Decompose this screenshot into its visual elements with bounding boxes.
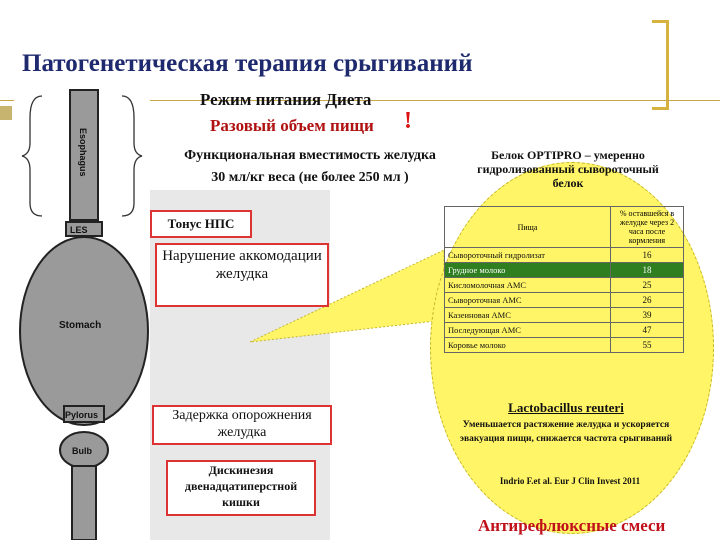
- table-cell-value: 16: [610, 247, 684, 263]
- functional-capacity-label: Функциональная вместимость желудка: [184, 148, 436, 163]
- table-header-food: Пища: [444, 206, 611, 248]
- table-header-percent: % оставшейся в желудке через 2 часа посл…: [610, 206, 684, 248]
- table-cell-food: Коровье молоко: [444, 337, 611, 353]
- table-cell-food: Сывороточный гидролизат: [444, 247, 611, 263]
- table-cell-value: 18: [610, 262, 684, 278]
- gastric-retention-table: Пища % оставшейся в желудке через 2 часа…: [444, 206, 684, 353]
- label-bulb: Bulb: [72, 446, 92, 456]
- label-esophagus: Esophagus: [78, 128, 88, 177]
- table-cell-value: 55: [610, 337, 684, 353]
- duodenal-dyskinesia-box: Дискинезия двенадцатиперстной кишки: [166, 460, 316, 516]
- table-cell-food: Последующая АМС: [444, 322, 611, 338]
- lactobacillus-description: Уменьшается растяжение желудка и ускоряе…: [459, 420, 673, 444]
- table-cell-food: Грудное молоко: [444, 262, 611, 278]
- accommodation-box: Нарушение аккомодации желудка: [155, 243, 329, 307]
- functional-capacity-block: Функциональная вместимость желудка 30 мл…: [160, 145, 460, 189]
- functional-capacity-value: 30 мл/кг веса (не более 250 мл ): [211, 170, 409, 185]
- table-cell-food: Казеиновая АМС: [444, 307, 611, 323]
- table-cell-value: 26: [610, 292, 684, 308]
- table-cell-food: Кисломолочная АМС: [444, 277, 611, 293]
- antireflux-formulas-label: Антирефлюксные смеси: [478, 516, 666, 535]
- gold-square-decoration: [0, 106, 12, 120]
- table-cell-value: 39: [610, 307, 684, 323]
- label-pylorus: Pylorus: [65, 410, 98, 420]
- gastric-delay-box: Задержка опорожнения желудка: [152, 405, 332, 445]
- table-header-row: Пища % оставшейся в желудке через 2 часа…: [444, 206, 684, 248]
- table-cell-food: Сывороточная АМС: [444, 292, 611, 308]
- slide-title: Патогенетическая терапия срыгиваний: [22, 50, 473, 77]
- optipro-text: Белок OPTIPRO – умеренно гидролизованный…: [477, 148, 659, 190]
- label-les: LES: [70, 225, 88, 235]
- reference-citation: Indrio F.et al. Eur J Clin Invest 2011: [499, 476, 641, 486]
- gold-bracket-decoration: [652, 20, 669, 110]
- table-cell-value: 47: [610, 322, 684, 338]
- lactobacillus-title: Lactobacillus reuteri: [508, 400, 624, 415]
- table-cell-value: 25: [610, 277, 684, 293]
- npc-tone-box: Тонус НПС: [150, 210, 252, 238]
- feeding-regime-text: Режим питания Диета: [200, 90, 372, 109]
- stomach-diagram-svg: Esophagus LES Stomach Pylorus Bulb: [19, 89, 149, 541]
- exclamation-mark: !: [404, 108, 412, 134]
- anatomy-diagram: Esophagus LES Stomach Pylorus Bulb: [14, 88, 150, 541]
- label-stomach: Stomach: [59, 320, 101, 331]
- title-divider: [0, 100, 720, 101]
- single-volume-text: Разовый объем пищи: [210, 116, 374, 135]
